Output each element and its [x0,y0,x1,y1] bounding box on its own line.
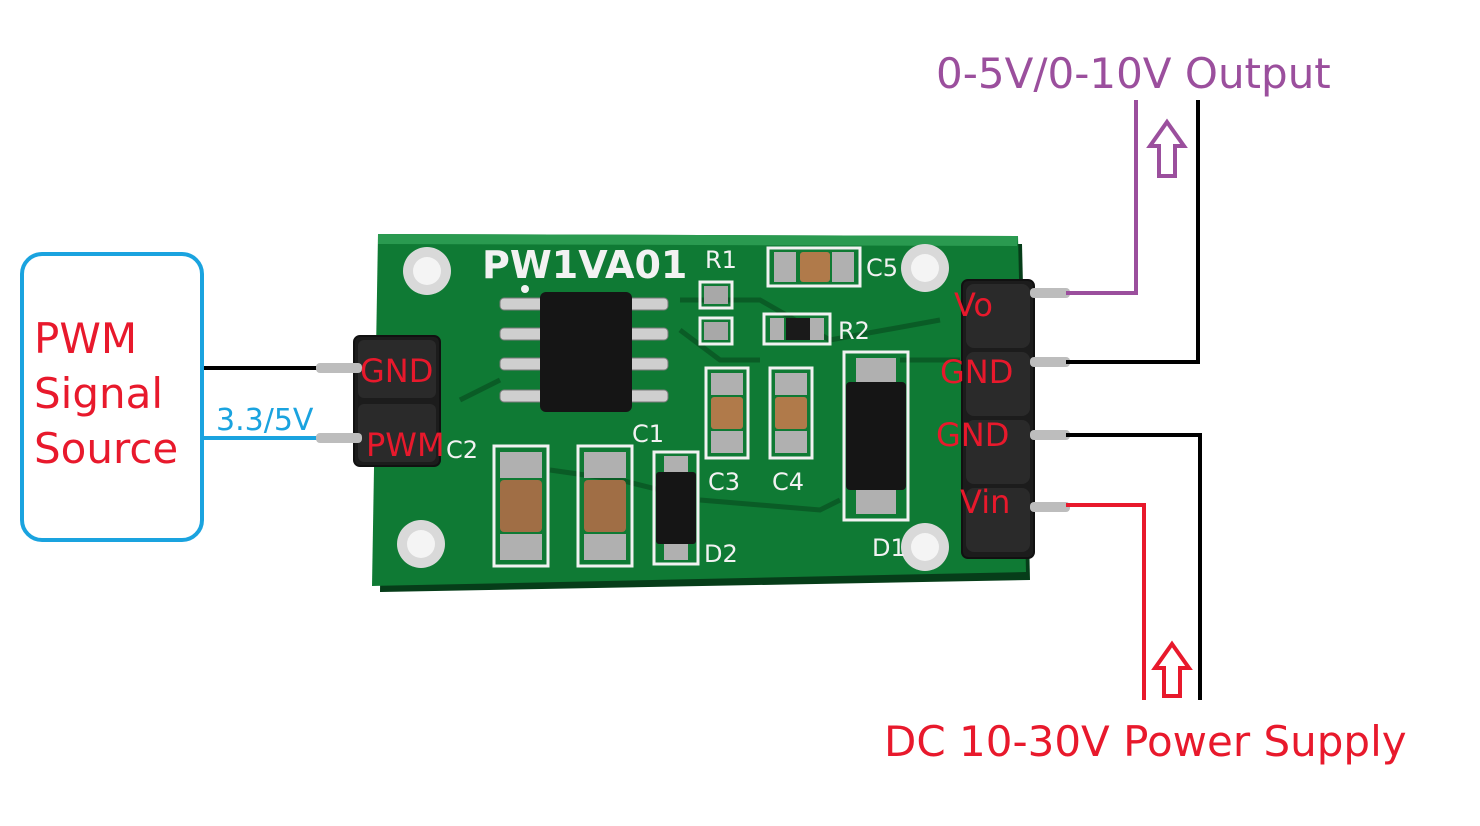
board-model: PW1VA01 [482,243,687,287]
ic-body [540,292,632,412]
output-gnd-wire [1066,100,1200,364]
input-pin-pwm [316,433,362,443]
power-arrow-icon [1151,640,1193,698]
output-pin-vo-label: Vo [954,286,993,324]
output-pin-vo [1030,288,1070,298]
silk-r1: R1 [705,246,737,274]
pin1-dot [521,285,529,293]
capacitor-c3: C3 [704,366,750,496]
diode-d1: D1 [842,350,910,562]
input-header [316,335,441,467]
signal-level-label: 3.3/5V [216,403,314,438]
output-header [961,279,1070,559]
pin-labels: GND PWM Vo GND GND Vin [360,286,1013,521]
pcb-edge-highlight [378,234,1018,246]
input-pin-pwm-label: PWM [366,426,445,464]
capacitor-c1: C1 [576,420,664,568]
capacitor-c5: C5 [766,246,898,288]
silk-c3: C3 [708,468,740,496]
source-box [20,252,204,542]
input-pin-gnd-label: GND [360,352,433,390]
resistor-r1: R1 [698,246,737,346]
vo-wire [1066,100,1138,295]
output-pin-gnd1 [1030,357,1070,367]
ic-chip [499,292,669,412]
silk-d1: D1 [872,534,906,562]
silk-c4: C4 [772,468,804,496]
source-label-line1: PWM [34,314,137,363]
output-label: 0-5V/0-10V Output [936,49,1331,98]
output-pin-gnd1-label: GND [940,353,1013,391]
pwm-signal-source: PWM Signal Source [20,252,204,542]
silk-c2: C2 [446,436,478,464]
mounting-holes [397,244,949,571]
pcb-board: PW1VA01 R1 [316,234,1070,592]
supply-gnd-wire [1066,433,1202,700]
capacitor-c4: C4 [768,366,814,496]
silk-d2: D2 [704,540,738,568]
output-pin-gnd2 [1030,430,1070,440]
diode-d2: D2 [652,450,738,568]
silk-r2: R2 [838,317,870,345]
output-wires [1066,100,1202,700]
output-pin-vin [1030,502,1070,512]
output-arrow-icon [1146,118,1188,178]
source-label-line2: Signal [34,369,163,418]
output-pin-vin-label: Vin [960,483,1010,521]
vin-wire [1066,503,1146,700]
capacitor-c2: C2 [446,436,550,568]
input-pin-gnd [316,363,362,373]
input-wires: 3.3/5V [204,366,335,440]
source-label-line3: Source [34,424,178,473]
silk-c5: C5 [866,254,898,282]
silk-c1: C1 [632,420,664,448]
resistor-r2: R2 [762,312,870,346]
power-label: DC 10-30V Power Supply [884,717,1407,766]
output-pin-gnd2-label: GND [936,416,1009,454]
